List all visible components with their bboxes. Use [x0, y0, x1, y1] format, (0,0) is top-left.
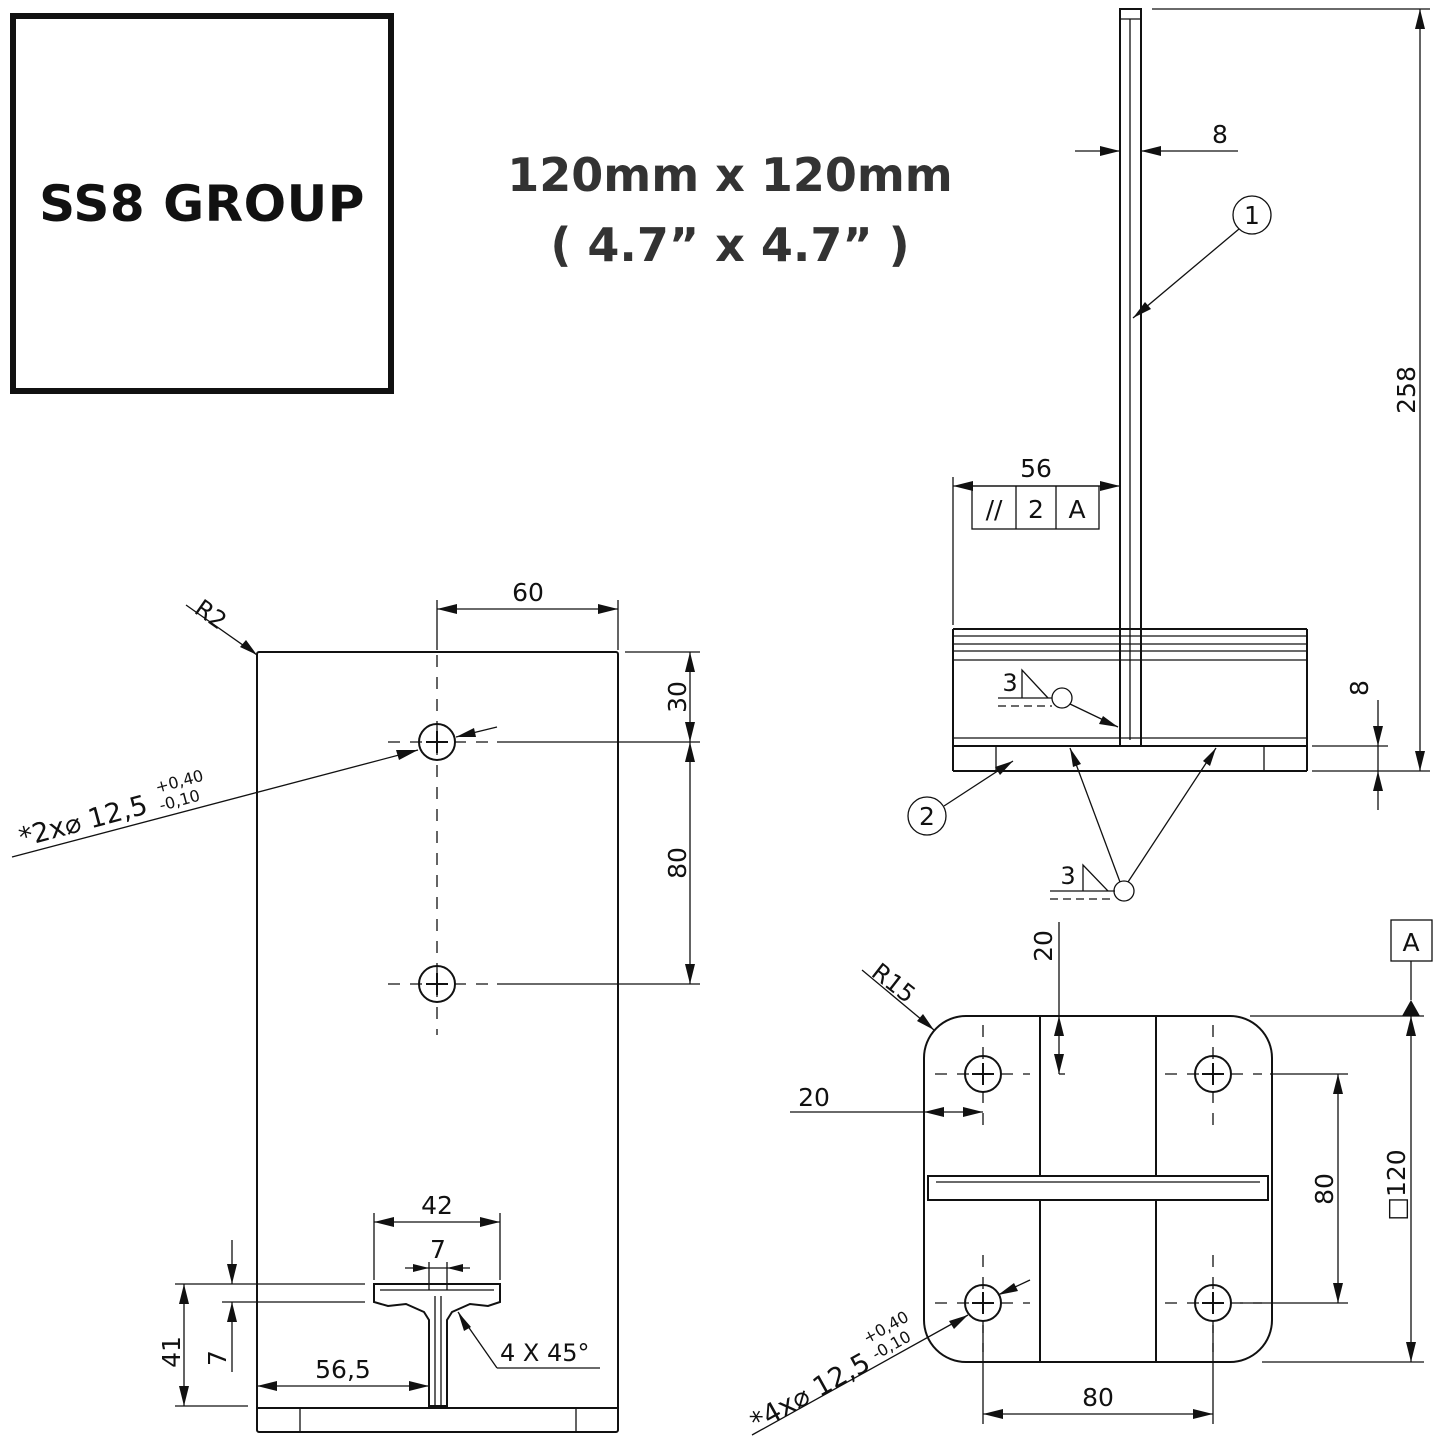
- dim-7-height: 7: [203, 1350, 232, 1366]
- dim-80-horizontal: 80: [1082, 1383, 1114, 1412]
- t-section: [373, 1283, 501, 1407]
- dim-56-5: 56,5: [315, 1355, 371, 1384]
- datum-a: A: [1402, 928, 1419, 957]
- logo-box: SS8 GROUP: [10, 13, 394, 394]
- post-outline: [256, 651, 619, 1433]
- dim-41: 41: [157, 1336, 186, 1368]
- dim-20-top: 20: [1029, 930, 1058, 962]
- dim-7-web: 7: [430, 1235, 446, 1264]
- size-imperial: ( 4.7” x 4.7” ): [550, 218, 910, 272]
- fcf-value: 2: [1028, 495, 1044, 524]
- dim-42: 42: [421, 1191, 453, 1220]
- dim-258: 258: [1392, 366, 1421, 414]
- weld-size-2: 3: [1060, 862, 1075, 890]
- dim-8-top: 8: [1212, 120, 1228, 149]
- chamfer-note: 4 X 45°: [500, 1339, 590, 1367]
- front-view: 60 R2 30 80 *2x⌀ 12,5 +0,40 -0,10: [11, 578, 700, 1433]
- base-plate: [923, 1015, 1273, 1363]
- plan-radius: R15: [866, 958, 920, 1009]
- side-view: 8 1 258 56 // 2 A 3: [907, 8, 1430, 902]
- dim-30: 30: [663, 681, 692, 713]
- logo-text: SS8 GROUP: [39, 174, 365, 233]
- dim-80-vertical: 80: [1310, 1173, 1339, 1205]
- balloon-2: 2: [919, 802, 935, 831]
- dim-60: 60: [512, 578, 544, 607]
- fcf-symbol: //: [986, 495, 1003, 524]
- size-metric: 120mm x 120mm: [507, 148, 953, 202]
- dim-80-front: 80: [663, 847, 692, 879]
- front-hole-note: *2x⌀ 12,5: [16, 790, 151, 854]
- dim-20-left: 20: [798, 1083, 830, 1112]
- fcf-datum: A: [1068, 495, 1085, 524]
- balloon-1: 1: [1244, 201, 1260, 230]
- front-radius: R2: [190, 594, 232, 635]
- dim-square-120: □120: [1382, 1149, 1411, 1220]
- dim-8-plate: 8: [1345, 680, 1374, 696]
- plan-hole-note: *4x⌀ 12,5: [745, 1347, 875, 1438]
- plan-view: R15 20 20 A □120 80: [745, 919, 1433, 1438]
- weld-size-1: 3: [1002, 669, 1017, 697]
- dim-56: 56: [1020, 454, 1052, 483]
